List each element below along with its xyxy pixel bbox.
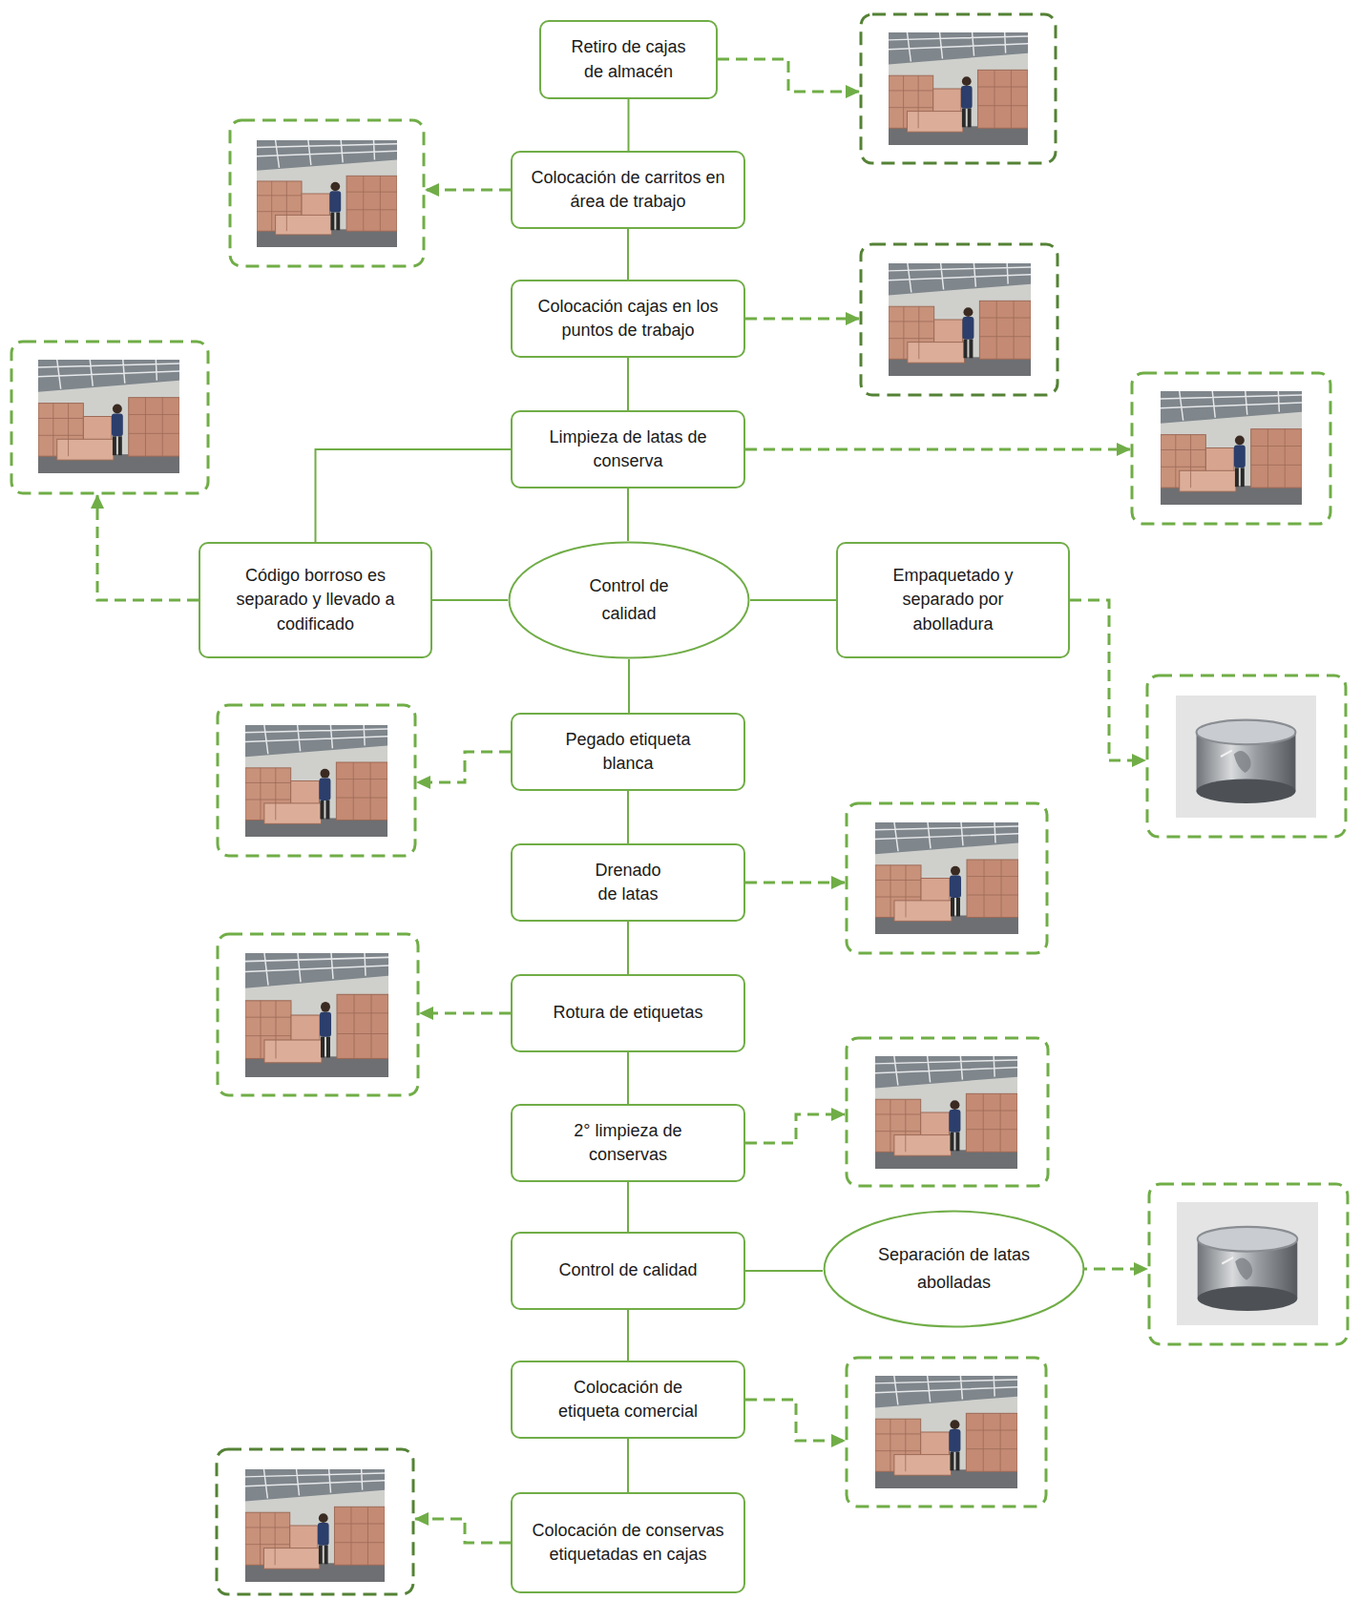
process-box: Control de calidad — [510, 1232, 746, 1311]
process-box: Limpieza de latas de conserva — [510, 410, 746, 489]
process-box: Empaquetado y separado por abolladura — [836, 542, 1070, 659]
process-box: Colocación cajas en los puntos de trabaj… — [510, 279, 746, 358]
node-label: 2° limpieza de conservas — [556, 1119, 700, 1168]
photo-frame — [216, 1449, 414, 1595]
flow-connector — [627, 791, 629, 844]
photo-frame — [860, 244, 1058, 396]
ellipse-shape — [509, 542, 750, 658]
flow-connector — [750, 599, 837, 602]
photo-frame — [846, 803, 1047, 954]
process-box: Colocación de etiqueta comercial — [510, 1361, 746, 1440]
decision-ellipse: Control de calidad — [507, 541, 751, 660]
photo-arrow — [745, 1114, 845, 1144]
photo-frame — [230, 120, 424, 267]
node-label: Pegado etiqueta blanca — [556, 728, 700, 776]
warehouse-photo — [38, 359, 180, 474]
warehouse-photo — [1160, 391, 1302, 505]
node-label: Control de calidad — [571, 572, 687, 629]
node-label: Código borroso es separado y llevado a c… — [220, 564, 412, 637]
photo-arrow — [97, 495, 199, 601]
photo-frame — [11, 341, 209, 494]
node-label: Colocación de etiqueta comercial — [546, 1376, 710, 1424]
flow-connector — [627, 1182, 629, 1233]
flow-connector — [628, 99, 630, 151]
photo-arrow — [1069, 600, 1146, 761]
node-label: Separación de latas abolladas — [873, 1241, 1036, 1298]
photo-frames — [11, 14, 1348, 1595]
warehouse-photo — [875, 1376, 1018, 1489]
ellipse-outline — [507, 541, 751, 660]
node-label: Control de calidad — [558, 1258, 697, 1283]
process-box: Código borroso es separado y llevado a c… — [198, 542, 433, 659]
flow-connector — [627, 357, 629, 411]
photo-arrow — [745, 448, 1131, 452]
photo-arrow — [1075, 1268, 1148, 1272]
process-box: Retiro de cajas de almacén — [539, 20, 718, 100]
warehouse-photo — [256, 140, 398, 248]
warehouse-photo — [875, 1056, 1018, 1170]
ellipse-outline — [822, 1210, 1086, 1329]
photo-arrow — [717, 59, 859, 92]
photo-frame — [1149, 1184, 1348, 1345]
dented-can-photo — [1176, 1202, 1319, 1326]
photo-frame — [1131, 373, 1331, 524]
process-box: Pegado etiqueta blanca — [510, 712, 746, 792]
warehouse-photo — [888, 32, 1028, 146]
warehouse-photo — [245, 953, 389, 1078]
dented-can-photo — [1175, 695, 1317, 818]
photo-arrow — [745, 1400, 845, 1442]
decision-ellipse: Separación de latas abolladas — [822, 1210, 1086, 1329]
node-label: Colocación de conservas etiquetadas en c… — [527, 1519, 729, 1568]
photo-arrow — [417, 752, 511, 783]
photos — [38, 32, 1319, 1583]
flow-connector — [432, 599, 508, 602]
photo-arrow — [745, 881, 845, 885]
photo-arrow — [745, 317, 859, 321]
node-label: Colocación cajas en los puntos de trabaj… — [532, 294, 724, 343]
warehouse-photo — [875, 822, 1019, 935]
photo-arrow — [415, 1519, 511, 1544]
flow-connector — [627, 1310, 629, 1361]
photo-frame — [846, 1038, 1048, 1187]
photo-arrows — [97, 59, 1148, 1544]
flow-connector — [627, 1439, 629, 1493]
flow-connector — [627, 229, 629, 280]
ellipse-shape — [824, 1211, 1085, 1327]
process-box: Rotura de etiquetas — [510, 974, 746, 1053]
photo-frame — [217, 934, 419, 1096]
photo-frame — [1147, 675, 1346, 838]
flow-connector — [627, 921, 629, 975]
node-label: Rotura de etiquetas — [552, 1001, 703, 1026]
photo-frame — [860, 14, 1056, 164]
flow-connector — [627, 488, 629, 542]
warehouse-photo — [245, 725, 388, 838]
process-box: Colocación de conservas etiquetadas en c… — [510, 1492, 746, 1594]
node-label: Empaquetado y separado por abolladura — [886, 564, 1021, 637]
warehouse-photo — [245, 1469, 385, 1583]
photo-arrow — [425, 188, 511, 192]
process-box: 2° limpieza de conservas — [510, 1104, 746, 1183]
process-box: Colocación de carritos en área de trabaj… — [510, 150, 746, 230]
flow-connector — [627, 1052, 629, 1105]
photo-frame — [217, 705, 416, 857]
flow-connector — [628, 659, 630, 713]
photo-arrow — [419, 1012, 511, 1016]
photo-frame — [846, 1358, 1047, 1508]
node-label: Drenado de latas — [585, 858, 671, 907]
node-label: Retiro de cajas de almacén — [562, 35, 696, 84]
node-label: Colocación de carritos en área de trabaj… — [526, 166, 730, 214]
flow-connector — [315, 449, 512, 543]
flow-connector — [745, 1270, 823, 1273]
node-label: Limpieza de latas de conserva — [537, 425, 719, 474]
process-box: Drenado de latas — [510, 843, 746, 922]
warehouse-photo — [888, 263, 1031, 377]
